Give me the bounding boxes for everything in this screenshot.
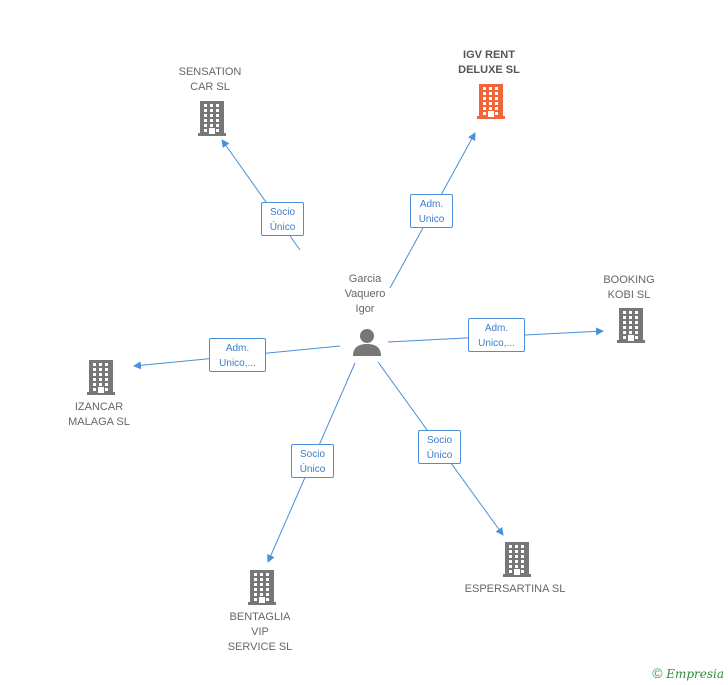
edge-label-espersartina[interactable]: Socio Único <box>418 430 461 464</box>
copyright-footer: © Empresia <box>652 665 724 681</box>
building-icon[interactable] <box>196 100 228 141</box>
building-icon[interactable] <box>246 569 278 610</box>
person-label[interactable]: Garcia Vaquero Igor <box>344 273 386 315</box>
edge-label-izancar[interactable]: Adm. Unico,... <box>209 338 266 372</box>
company-label-espersartina[interactable]: ESPERSARTINA SL <box>464 583 566 595</box>
building-icon[interactable] <box>475 83 507 124</box>
edge-label-booking[interactable]: Adm. Unico,... <box>468 318 525 352</box>
company-label-igv[interactable]: IGV RENT DELUXE SL <box>458 49 520 76</box>
edge-label-sensation[interactable]: Socio Único <box>261 202 304 236</box>
edge-label-igv[interactable]: Adm. Unico <box>410 194 453 228</box>
building-icon[interactable] <box>615 307 647 348</box>
edge-label-bentaglia[interactable]: Socio Único <box>291 444 334 478</box>
building-icon[interactable] <box>85 359 117 400</box>
company-label-booking[interactable]: BOOKING KOBI SL <box>603 274 655 301</box>
company-label-izancar[interactable]: IZANCAR MALAGA SL <box>68 401 130 428</box>
company-label-bentaglia[interactable]: BENTAGLIA VIP SERVICE SL <box>227 611 293 653</box>
copyright-icon: © <box>652 665 663 681</box>
person-icon[interactable] <box>352 328 382 361</box>
company-label-sensation[interactable]: SENSATION CAR SL <box>178 66 242 93</box>
building-icon[interactable] <box>501 541 533 582</box>
brand-logo[interactable]: Empresia <box>666 667 724 681</box>
